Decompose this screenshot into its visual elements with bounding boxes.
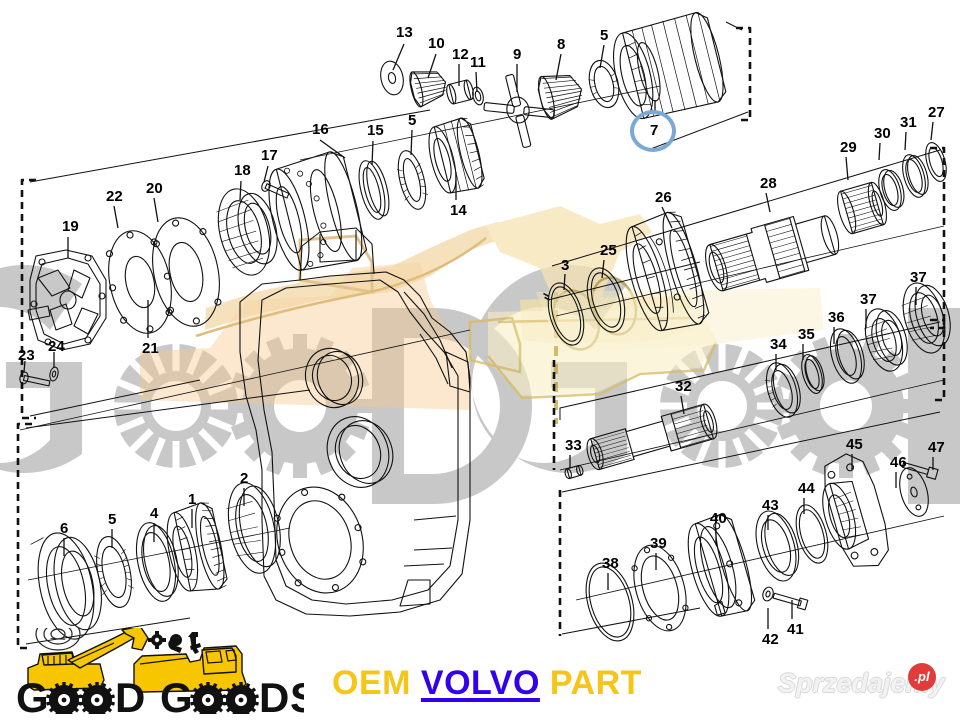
part-callout-15: 15 bbox=[367, 122, 384, 139]
part-callout-34: 34 bbox=[770, 336, 787, 353]
part-callout-19: 19 bbox=[62, 218, 79, 235]
part-callout-9: 9 bbox=[513, 46, 522, 63]
part-callout-46: 46 bbox=[890, 454, 907, 471]
part-callout-36: 36 bbox=[828, 309, 845, 326]
part-callout-35: 35 bbox=[798, 326, 815, 343]
part-suffix: PART bbox=[549, 664, 642, 702]
part-callout-24: 24 bbox=[48, 338, 65, 355]
part-callout-45: 45 bbox=[846, 436, 863, 453]
leader-line-27 bbox=[930, 121, 934, 141]
leader-line-23 bbox=[23, 360, 26, 373]
part-callout-31: 31 bbox=[900, 114, 917, 131]
leader-line-18 bbox=[239, 180, 242, 201]
leader-line-15 bbox=[371, 140, 374, 166]
part-callout-39: 39 bbox=[650, 535, 667, 552]
part-callout-5b: 5 bbox=[408, 112, 417, 129]
volvo-brand: VOLVO bbox=[420, 664, 540, 702]
leader-line-25 bbox=[601, 259, 605, 279]
leader-line-5a bbox=[599, 44, 605, 69]
leader-line-30 bbox=[878, 142, 881, 161]
part-callout-25: 25 bbox=[600, 242, 617, 259]
logo-tire-letter-o bbox=[46, 682, 82, 714]
leader-line-32 bbox=[680, 395, 685, 415]
leader-line-13 bbox=[392, 43, 405, 71]
part-callout-5c: 5 bbox=[108, 511, 117, 528]
part-callout-8: 8 bbox=[557, 36, 566, 53]
part-callout-33: 33 bbox=[565, 437, 582, 454]
part-callout-18: 18 bbox=[234, 162, 251, 179]
logo-letter-s: S bbox=[290, 674, 304, 714]
part-callout-40: 40 bbox=[710, 510, 727, 527]
part-callout-41: 41 bbox=[787, 621, 804, 638]
logo-letter-g: G bbox=[16, 674, 49, 714]
leader-line-16 bbox=[319, 139, 346, 159]
part-callout-6: 6 bbox=[60, 520, 69, 537]
part-callout-32: 32 bbox=[675, 378, 692, 395]
highlight-ring-part-7 bbox=[630, 110, 676, 152]
leader-line-5b bbox=[410, 129, 413, 156]
logo-letter-g: G bbox=[160, 674, 193, 714]
leader-line-10 bbox=[427, 53, 437, 79]
leader-line-11 bbox=[475, 71, 478, 93]
part-callout-14: 14 bbox=[450, 202, 467, 219]
part-callout-20: 20 bbox=[146, 180, 163, 197]
part-callout-42: 42 bbox=[762, 631, 779, 648]
part-callout-27: 27 bbox=[928, 104, 945, 121]
part-callout-3: 3 bbox=[561, 257, 570, 274]
leader-line-3 bbox=[563, 273, 566, 291]
part-callout-26: 26 bbox=[655, 189, 672, 206]
part-callout-38: 38 bbox=[602, 555, 619, 572]
logo-letter-d: D bbox=[115, 674, 145, 714]
oem-prefix: OEM bbox=[332, 664, 411, 702]
leader-line-22 bbox=[113, 205, 119, 229]
logo-tire-letter-o bbox=[79, 682, 115, 714]
part-callout-16: 16 bbox=[312, 121, 329, 138]
leader-line-20 bbox=[153, 197, 159, 223]
sprzedajemy-pl-badge: .pl bbox=[908, 663, 936, 691]
part-callout-2: 2 bbox=[240, 470, 249, 487]
part-callout-43: 43 bbox=[762, 497, 779, 514]
part-callout-30: 30 bbox=[874, 125, 891, 142]
leader-line-31 bbox=[904, 131, 907, 151]
part-callout-13: 13 bbox=[396, 24, 413, 41]
leader-line-8 bbox=[555, 53, 562, 81]
leader-line-17 bbox=[263, 165, 269, 183]
leader-line-26 bbox=[661, 206, 673, 229]
part-callout-21: 21 bbox=[142, 340, 159, 357]
part-callout-47: 47 bbox=[928, 439, 945, 456]
part-callout-7: 7 bbox=[650, 122, 659, 139]
logo-tire-letter-o bbox=[223, 682, 259, 714]
logo-letter-d: D bbox=[259, 674, 289, 714]
good-goods-logo: GDGDS bbox=[16, 628, 304, 714]
part-callout-11: 11 bbox=[470, 54, 486, 71]
part-callout-22: 22 bbox=[106, 188, 123, 205]
part-callout-29: 29 bbox=[840, 139, 857, 156]
part-callout-4: 4 bbox=[150, 505, 159, 522]
part-callout-17: 17 bbox=[261, 147, 278, 164]
part-callout-1: 1 bbox=[188, 491, 197, 508]
leader-line-29 bbox=[845, 156, 849, 181]
part-callout-5a: 5 bbox=[600, 27, 609, 44]
part-callout-10: 10 bbox=[428, 35, 445, 52]
part-callout-37a: 37 bbox=[910, 269, 927, 286]
part-callout-12: 12 bbox=[452, 46, 469, 63]
part-callout-44: 44 bbox=[798, 480, 815, 497]
part-callout-37b: 37 bbox=[860, 291, 877, 308]
leader-line-28 bbox=[765, 192, 771, 213]
part-callout-28: 28 bbox=[760, 175, 777, 192]
oem-volvo-part-text: OEM VOLVO PART bbox=[332, 664, 642, 703]
part-callout-23: 23 bbox=[18, 347, 35, 364]
